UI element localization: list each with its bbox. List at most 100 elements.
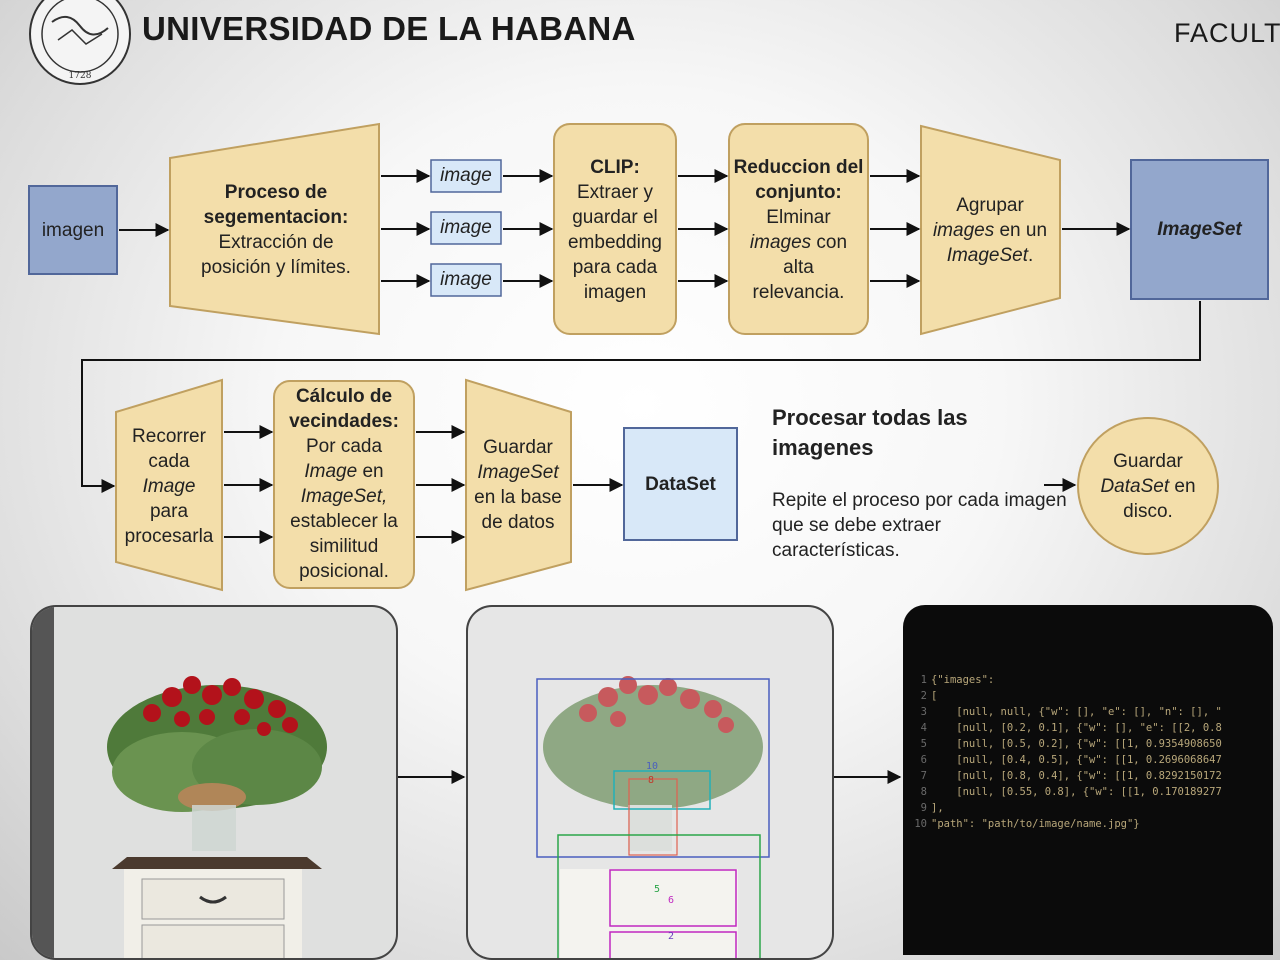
save-db-line3: en la base bbox=[474, 487, 562, 508]
code-line-text: [ bbox=[931, 690, 938, 702]
dataset-box bbox=[623, 427, 738, 541]
traverse-line3: Image bbox=[142, 475, 196, 497]
neighbors-line5: similitud bbox=[309, 536, 379, 557]
bbox-label-2: 2 bbox=[668, 931, 674, 942]
code-line: 1 {"images": bbox=[903, 672, 995, 688]
code-line-number: 4 bbox=[920, 722, 927, 734]
group-line2-italic: images bbox=[932, 219, 995, 241]
save-disk-line1: Guardar bbox=[1113, 450, 1183, 472]
reduction-line4: relevancia. bbox=[752, 282, 845, 303]
image-chip-label-2: image bbox=[440, 217, 492, 238]
reduction-label: Reduccion del conjunto: Elminar images c… bbox=[729, 140, 868, 320]
save-db-line4: de datos bbox=[481, 512, 555, 533]
traverse-line5: procesarla bbox=[124, 525, 214, 547]
group-line1: Agrupar bbox=[956, 194, 1024, 216]
input-image-label: imagen bbox=[29, 186, 117, 274]
bbox-nightstand bbox=[557, 834, 761, 958]
faculty-title: FACULT bbox=[1174, 18, 1280, 48]
svg-text:1728: 1728 bbox=[69, 71, 92, 81]
group-line3-rest: . bbox=[1028, 244, 1034, 266]
code-line-text: [null, [0.8, 0.4], {"w": [[1, 0.82921501… bbox=[931, 770, 1222, 782]
code-line-text: [null, null, {"w": [], "e": [], "n": [],… bbox=[931, 706, 1222, 718]
neighbors-line3: ImageSet, bbox=[300, 486, 388, 507]
code-line-number: 2 bbox=[920, 690, 927, 702]
neighbors-line2-rest: en bbox=[357, 461, 384, 482]
code-line: 3 [null, null, {"w": [], "e": [], "n": [… bbox=[903, 704, 1222, 720]
neighbors-label: Cálculo de vecindades: Por cada Image en… bbox=[274, 384, 414, 584]
save-disk-line2-rest: en bbox=[1169, 475, 1196, 497]
neighbors-box bbox=[273, 380, 415, 589]
save-disk-line2: DataSet en bbox=[1100, 474, 1195, 499]
university-seal-icon: 1728 bbox=[29, 0, 131, 85]
code-line: 10"path": "path/to/image/name.jpg"} bbox=[903, 816, 1140, 832]
bbox-label-8: 8 bbox=[648, 775, 654, 786]
reduction-line2-rest: con bbox=[811, 232, 848, 253]
process-all-text: Repite el proceso por cada imagen que se… bbox=[772, 490, 1067, 561]
reduction-line1: Elminar bbox=[766, 207, 831, 228]
image-chip-1 bbox=[430, 159, 502, 193]
reduction-box bbox=[728, 123, 869, 335]
reduction-title: Reduccion del conjunto: bbox=[733, 157, 864, 203]
segmentation-trapezoid bbox=[169, 122, 380, 336]
image-chip-2 bbox=[430, 211, 502, 245]
json-code-panel: 1{"images":2[3 [null, null, {"w": [], "e… bbox=[903, 605, 1273, 955]
bbox-flowers bbox=[536, 678, 770, 858]
code-line-number: 7 bbox=[920, 770, 927, 782]
bbox-vase bbox=[628, 778, 678, 856]
code-line-number: 1 bbox=[920, 674, 927, 686]
save-disk-label: Guardar DataSet en disco. bbox=[1080, 440, 1216, 532]
clip-box bbox=[553, 123, 677, 335]
code-line-number: 8 bbox=[920, 786, 927, 798]
code-line: 6 [null, [0.4, 0.5], {"w": [[1, 0.269606… bbox=[903, 752, 1222, 768]
code-line: 2[ bbox=[903, 688, 938, 704]
code-line-text: [null, [0.2, 0.1], {"w": [], "e": [[2, 0… bbox=[931, 722, 1222, 734]
code-line-text: ], bbox=[931, 802, 944, 814]
bbox-drawer-lower bbox=[609, 931, 737, 958]
segmented-photo-panel: 10 8 5 6 2 bbox=[466, 605, 834, 960]
input-image-text: imagen bbox=[41, 219, 105, 241]
save-disk-circle bbox=[1077, 417, 1219, 555]
group-trapezoid bbox=[920, 124, 1061, 336]
segmentation-title: Proceso de segementacion: bbox=[203, 182, 349, 228]
image-chip-3 bbox=[430, 263, 502, 297]
code-line-number: 9 bbox=[920, 802, 927, 814]
group-line2: images en un bbox=[933, 218, 1047, 243]
code-line: 7 [null, [0.8, 0.4], {"w": [[1, 0.829215… bbox=[903, 768, 1222, 784]
code-line-text: "path": "path/to/image/name.jpg"} bbox=[931, 818, 1140, 830]
bbox-label-5: 5 bbox=[654, 884, 660, 895]
group-line3-italic: ImageSet bbox=[946, 244, 1029, 266]
code-line: 4 [null, [0.2, 0.1], {"w": [], "e": [[2,… bbox=[903, 720, 1222, 736]
input-image-box bbox=[28, 185, 118, 275]
save-db-line2: ImageSet bbox=[477, 462, 559, 483]
code-line-text: [null, [0.5, 0.2], {"w": [[1, 0.93549086… bbox=[931, 738, 1222, 750]
reduction-line2: images con bbox=[750, 230, 847, 255]
traverse-line2: cada bbox=[148, 450, 190, 472]
neighbors-line1: Por cada bbox=[305, 436, 383, 457]
code-line-number: 5 bbox=[920, 738, 927, 750]
image-chip-label-3: image bbox=[440, 269, 492, 290]
code-line-text: [null, [0.55, 0.8], {"w": [[1, 0.1701892… bbox=[931, 786, 1222, 798]
traverse-line1: Recorrer bbox=[132, 425, 206, 447]
original-photo-panel bbox=[30, 605, 398, 960]
traverse-trapezoid bbox=[115, 378, 223, 592]
save-disk-line2-italic: DataSet bbox=[1100, 475, 1170, 497]
bbox-label-10: 10 bbox=[646, 761, 658, 772]
dataset-label: DataSet bbox=[624, 428, 737, 540]
code-line-text: {"images": bbox=[931, 674, 995, 686]
code-line-number: 3 bbox=[920, 706, 927, 718]
imageset-label: ImageSet bbox=[1131, 160, 1268, 299]
image-chip-label-1: image bbox=[440, 165, 492, 186]
reduction-line2-italic: images bbox=[749, 232, 812, 253]
code-line: 5 [null, [0.5, 0.2], {"w": [[1, 0.935490… bbox=[903, 736, 1222, 752]
group-line3: ImageSet. bbox=[947, 243, 1034, 268]
neighbors-line4: establecer la bbox=[290, 511, 398, 532]
imageset-text: ImageSet bbox=[1157, 219, 1242, 240]
bbox-label-6: 6 bbox=[668, 895, 674, 906]
flower-vase-photo bbox=[32, 607, 396, 958]
clip-label: CLIP: Extraer y guardar el embedding par… bbox=[554, 140, 676, 320]
neighbors-title: Cálculo de vecindades: bbox=[289, 386, 399, 432]
clip-body: Extraer y guardar el embedding para cada… bbox=[567, 182, 663, 303]
segmentation-label: Proceso de segementacion: Extracción de … bbox=[176, 160, 376, 300]
segmented-photo: 10 8 5 6 2 bbox=[468, 607, 832, 958]
code-line: 8 [null, [0.55, 0.8], {"w": [[1, 0.17018… bbox=[903, 784, 1222, 800]
